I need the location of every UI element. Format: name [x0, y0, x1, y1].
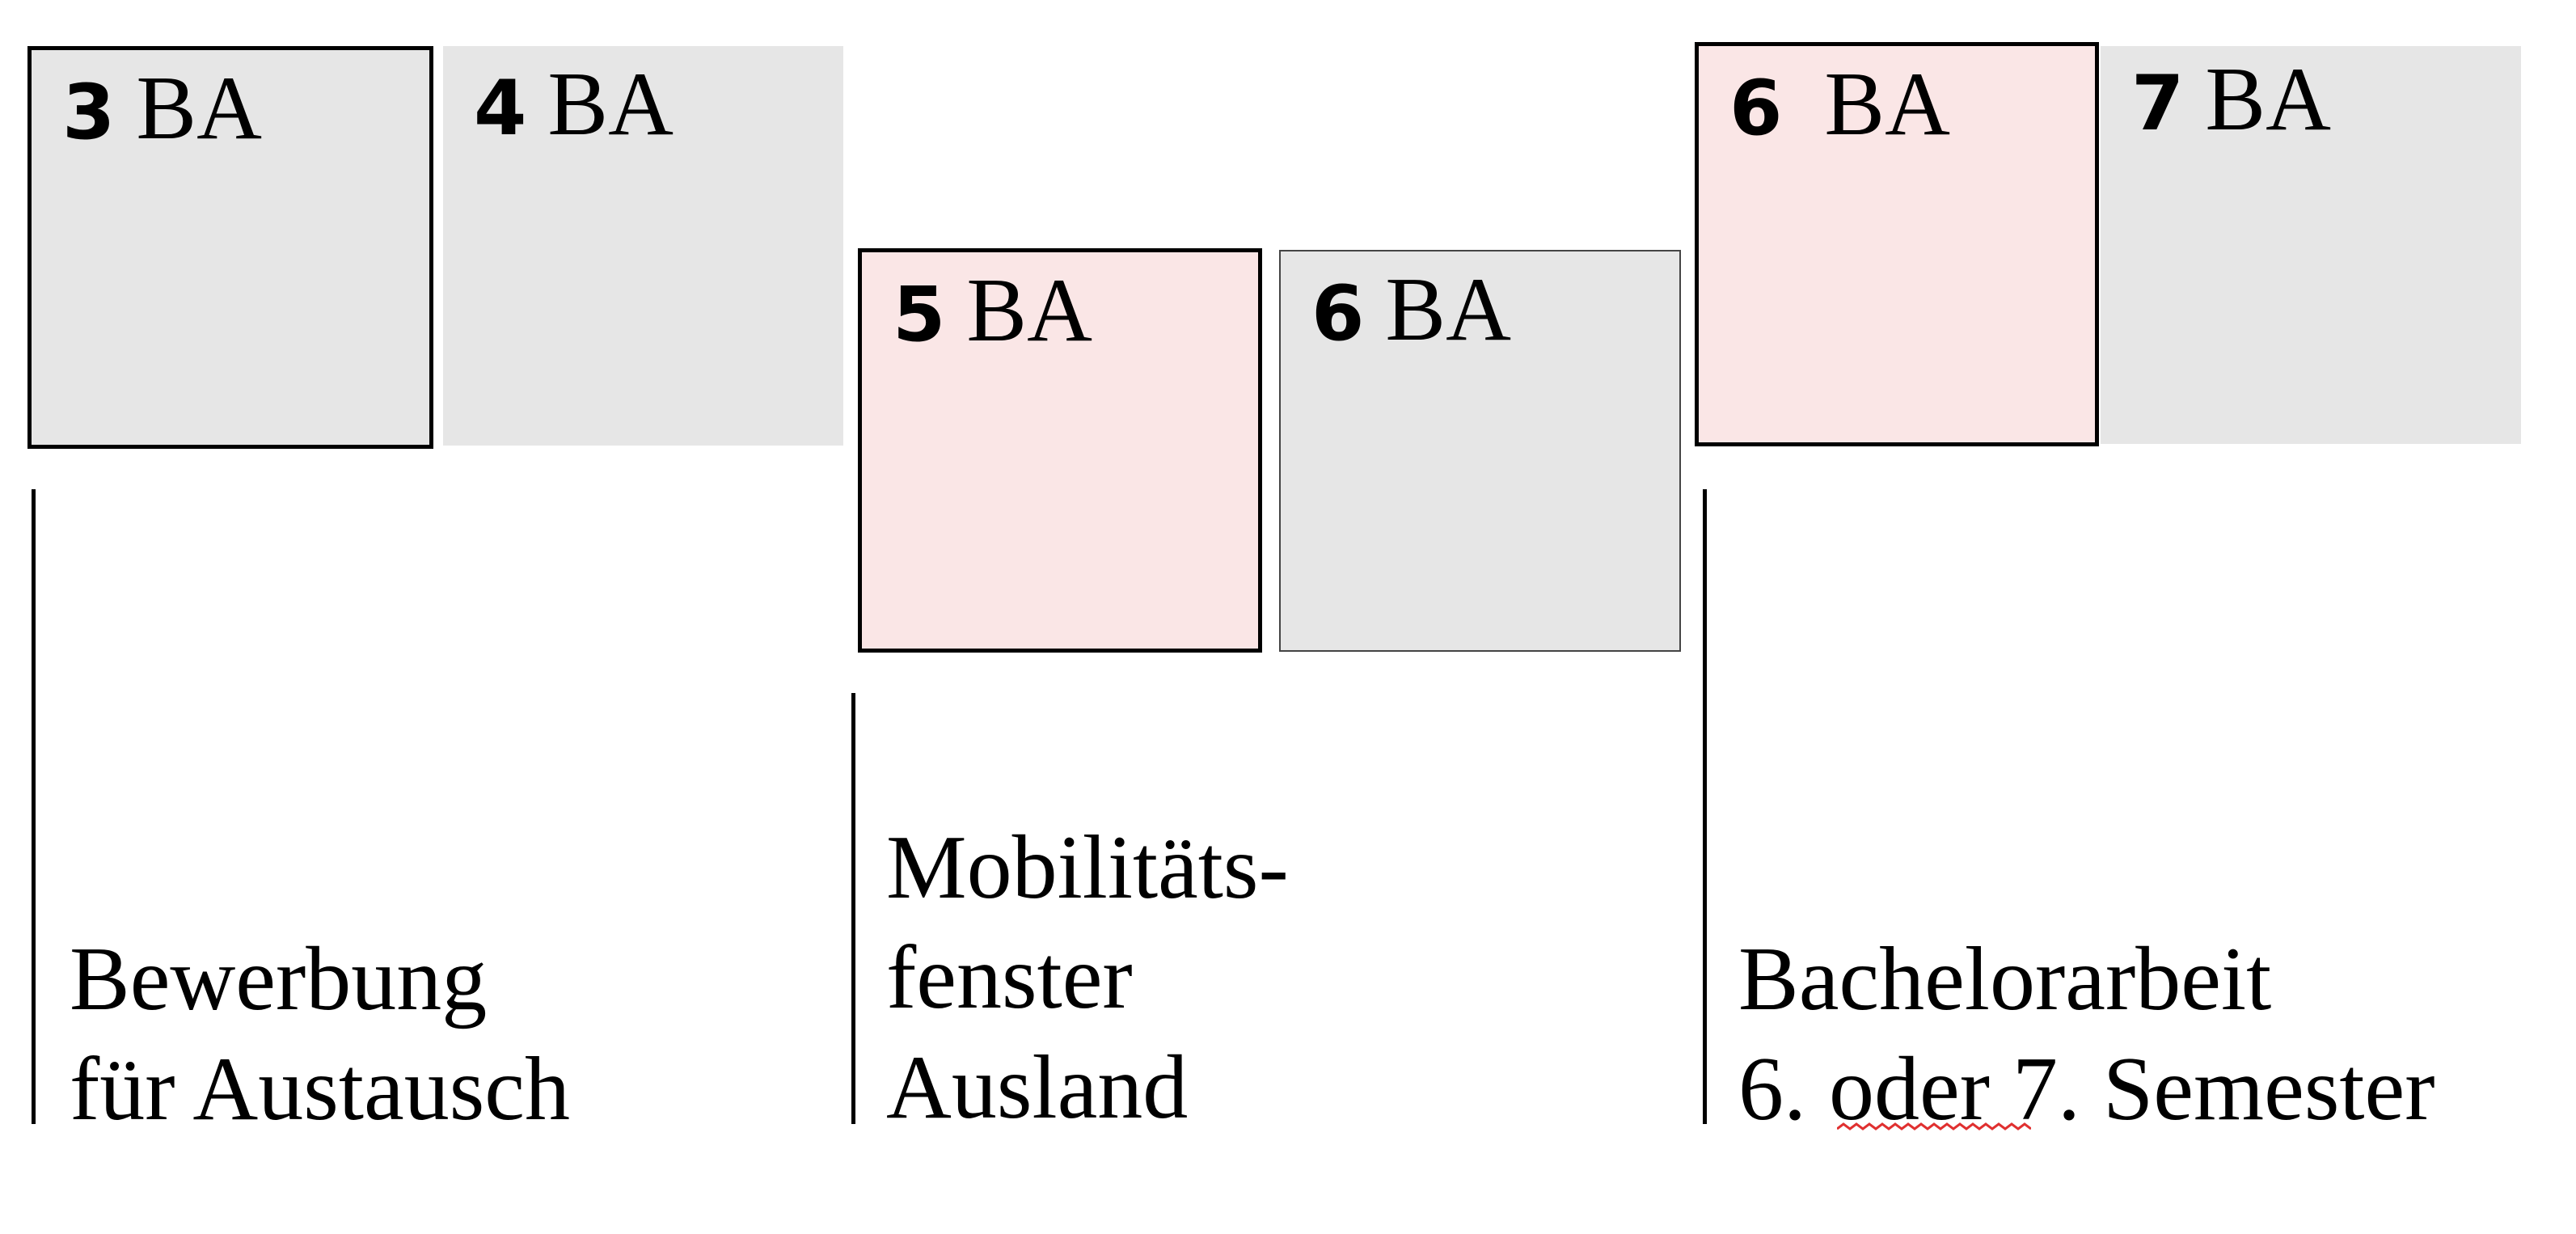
- degree-label: BA: [966, 260, 1092, 361]
- degree-label: BA: [136, 58, 262, 158]
- note-line: Bewerbung: [70, 929, 488, 1029]
- semester-box-6-pink: 6 BA: [1695, 42, 2099, 446]
- degree-label: BA: [2205, 49, 2331, 150]
- marker-line-application: [32, 489, 36, 1124]
- note-thesis: Bachelorarbeit 6. oder 7. Semester: [1738, 924, 2435, 1144]
- semester-number: 5: [893, 271, 946, 359]
- note-line: fenster: [886, 928, 1133, 1028]
- note-line: für Austausch: [70, 1039, 571, 1139]
- semester-number: 7: [2131, 60, 2185, 148]
- note-line: Mobilitäts-: [886, 818, 1289, 918]
- semester-number: 4: [474, 65, 527, 153]
- note-line: Ausland: [886, 1037, 1189, 1138]
- note-line: 6. oder 7. Semester: [1738, 1039, 2435, 1139]
- spellcheck-underline: [1837, 1122, 2031, 1130]
- degree-label: BA: [547, 54, 674, 154]
- semester-number: 6: [1311, 270, 1365, 358]
- degree-label: BA: [1824, 54, 1950, 154]
- semester-number: 3: [62, 69, 116, 157]
- semester-number: 6: [1729, 65, 1783, 153]
- degree-label: BA: [1385, 260, 1511, 360]
- note-line: Bachelorarbeit: [1738, 929, 2272, 1029]
- note-mobility-window: Mobilitäts- fenster Ausland: [886, 813, 1289, 1143]
- note-application: Bewerbung für Austausch: [70, 924, 570, 1144]
- marker-line-thesis: [1703, 489, 1707, 1124]
- marker-line-mobility: [851, 693, 855, 1124]
